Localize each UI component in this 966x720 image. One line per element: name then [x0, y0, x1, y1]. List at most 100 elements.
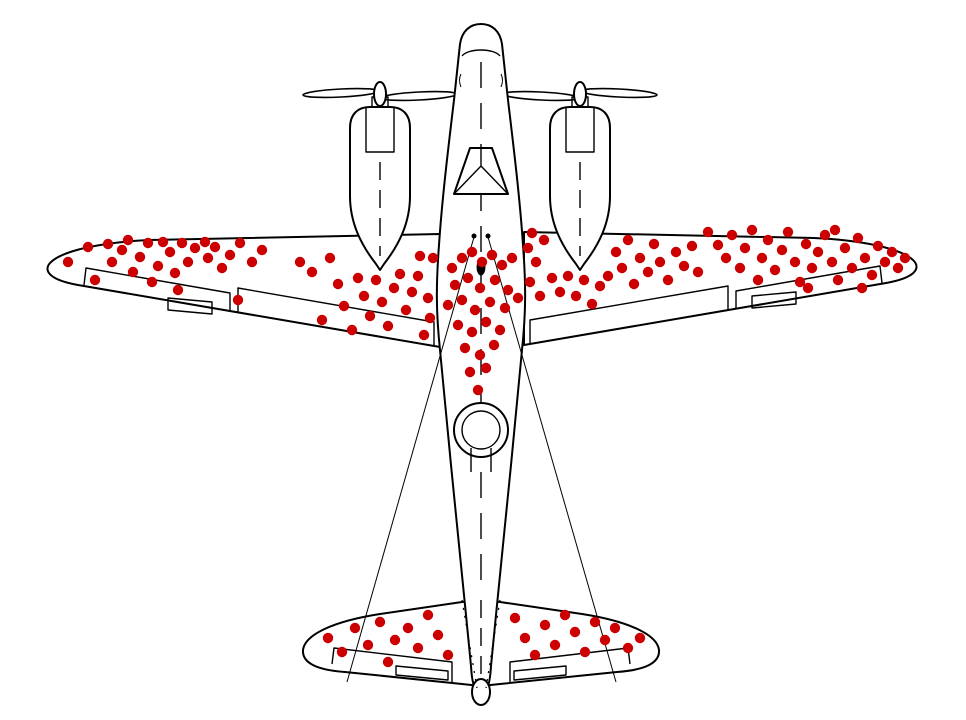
bullet-hole [62, 256, 74, 268]
nose-cap-line [461, 49, 501, 57]
bullet-hole [599, 634, 611, 646]
bullet-hole [832, 274, 844, 286]
right-wing [523, 231, 918, 346]
bullet-hole [866, 269, 878, 281]
bullet-hole [829, 224, 841, 236]
bullet-hole [480, 316, 492, 328]
bullet-hole [352, 272, 364, 284]
bullet-hole [462, 272, 474, 284]
bullet-hole [452, 319, 464, 331]
bullet-hole [442, 649, 454, 661]
wire-anchor-right [485, 233, 491, 239]
bullet-hole [294, 256, 306, 268]
bullet-hole [726, 229, 738, 241]
bullet-hole [712, 239, 724, 251]
bullet-hole [546, 272, 558, 284]
left-pitot [459, 73, 462, 88]
bullet-hole [812, 246, 824, 258]
bullet-hole [512, 292, 524, 304]
bullet-hole [530, 256, 542, 268]
bullet-hole [692, 266, 704, 278]
bullet-hole [172, 284, 184, 296]
bullet-hole [800, 238, 812, 250]
bullet-hole [610, 246, 622, 258]
bullet-hole [182, 256, 194, 268]
bullet-hole [189, 242, 201, 254]
bullet-hole [472, 384, 484, 396]
bullet-hole [388, 282, 400, 294]
bullet-hole [116, 244, 128, 256]
turret-gun-barrels [470, 448, 492, 472]
bullet-hole [216, 262, 228, 274]
bullet-hole [609, 622, 621, 634]
bullet-hole [469, 304, 481, 316]
bullet-hole [142, 237, 154, 249]
bullet-hole [578, 274, 590, 286]
bullet-hole [412, 642, 424, 654]
right-trim-tab [513, 665, 567, 681]
bullet-holes-layer [62, 224, 911, 668]
bullet-hole [794, 276, 806, 288]
bullet-hole [476, 256, 488, 268]
bullet-hole [400, 304, 412, 316]
bullet-hole [776, 244, 788, 256]
bullet-hole [89, 274, 101, 286]
bullet-hole [519, 632, 531, 644]
bullet-hole [322, 632, 334, 644]
dorsal-turret-inner [461, 410, 501, 450]
bullet-hole [499, 302, 511, 314]
bullet-hole [459, 342, 471, 354]
tail-cone [471, 678, 491, 706]
bullet-hole [336, 646, 348, 658]
bullet-hole [494, 324, 506, 336]
bullet-hole [642, 266, 654, 278]
bullet-hole [389, 634, 401, 646]
bullet-hole [489, 274, 501, 286]
bullet-hole [539, 619, 551, 631]
bullet-hole [899, 252, 911, 264]
bullet-hole [442, 299, 454, 311]
bullet-hole [316, 314, 328, 326]
bullet-hole [769, 264, 781, 276]
bullet-hole [374, 616, 386, 628]
bullet-hole [488, 339, 500, 351]
bullet-hole [686, 240, 698, 252]
bullet-hole [496, 259, 508, 271]
bullet-hole [122, 234, 134, 246]
bullet-hole [382, 656, 394, 668]
bullet-hole [628, 278, 640, 290]
bullet-hole [474, 349, 486, 361]
bullet-hole [414, 250, 426, 262]
bullet-hole [839, 242, 851, 254]
bullet-hole [427, 252, 439, 264]
bullet-hole [654, 256, 666, 268]
bullet-hole [509, 612, 521, 624]
right-engine-intake [565, 108, 595, 153]
bullet-hole [826, 256, 838, 268]
right-wing-outline [523, 231, 918, 346]
bullet-hole [464, 366, 476, 378]
bullet-hole [446, 262, 458, 274]
bullet-hole [449, 279, 461, 291]
bullet-hole [82, 241, 94, 253]
bullet-hole [157, 236, 169, 248]
bullet-hole [432, 629, 444, 641]
bullet-hole [562, 270, 574, 282]
bullet-hole [734, 262, 746, 274]
bullet-hole [782, 226, 794, 238]
left-nacelle [349, 106, 411, 271]
bullet-hole [474, 282, 486, 294]
bullet-hole [412, 270, 424, 282]
bullet-hole [134, 251, 146, 263]
bullet-hole [879, 256, 891, 268]
bullet-hole [739, 242, 751, 254]
bullet-hole [102, 238, 114, 250]
bullet-hole [752, 274, 764, 286]
bullet-hole [234, 237, 246, 249]
bullet-hole [616, 262, 628, 274]
left-wing-outline [46, 233, 441, 348]
bullet-hole [480, 362, 492, 374]
bullet-hole [589, 616, 601, 628]
bullet-hole [506, 252, 518, 264]
